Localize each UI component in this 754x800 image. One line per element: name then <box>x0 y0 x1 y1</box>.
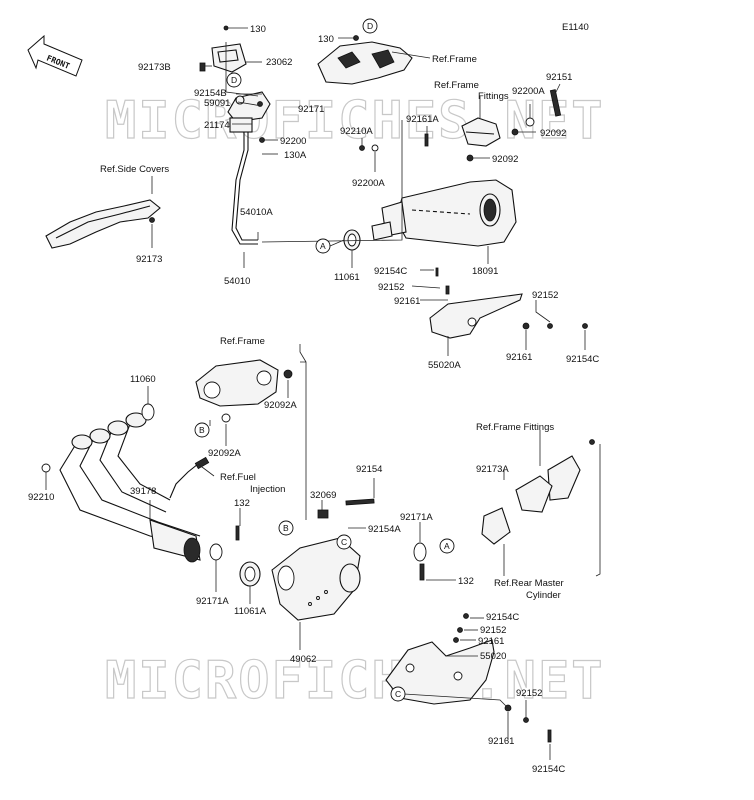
front-arrow-icon: FRONT <box>27 34 83 77</box>
label-92161-c: 92161 <box>478 636 504 647</box>
callout-c-chamber-label: C <box>341 537 347 547</box>
callout-b-valve: B <box>194 422 210 438</box>
callout-b-chamber-label: B <box>283 523 289 533</box>
exhaust-valve-actuator-assembly <box>199 25 271 245</box>
label-ref-frame-fittings-right: Ref.Frame Fittings <box>476 422 554 433</box>
label-92152-a: 92152 <box>378 282 404 293</box>
label-92152-d: 92152 <box>516 688 542 699</box>
label-92161-a: 92161 <box>394 296 420 307</box>
label-55020A: 55020A <box>428 360 461 371</box>
pre-chamber <box>271 498 427 621</box>
label-92092A-b: 92092A <box>208 448 241 459</box>
label-92152-c: 92152 <box>480 625 506 636</box>
label-92171A-b: 92171A <box>196 596 229 607</box>
label-59091: 59091 <box>204 98 230 109</box>
rear-master-cylinder-bracket <box>481 439 595 545</box>
label-49062: 49062 <box>290 654 316 665</box>
label-ref-rear-master-2: Cylinder <box>526 590 561 601</box>
label-54010: 54010 <box>224 276 250 287</box>
callout-b-chamber: B <box>278 520 294 536</box>
callout-c-guard-label: C <box>395 689 401 699</box>
label-92173A: 92173A <box>476 464 509 475</box>
label-92151: 92151 <box>546 72 572 83</box>
callout-d-frame: D <box>362 18 378 34</box>
label-92154B: 92154B <box>194 88 227 99</box>
label-18091: 18091 <box>472 266 498 277</box>
label-92200A-right: 92200A <box>512 86 545 97</box>
label-132-a: 132 <box>234 498 250 509</box>
label-39178: 39178 <box>130 486 156 497</box>
o2-sensor <box>169 456 210 499</box>
label-ref-frame-fittings-1: Ref.Frame <box>434 80 479 91</box>
callout-d-top-label: D <box>231 75 237 85</box>
frame-fittings-bracket-top <box>461 89 562 162</box>
label-92092-a: 92092 <box>540 128 566 139</box>
part-labels: 130 92173B 23062 130 Ref.Frame 92154B 59… <box>28 24 599 775</box>
callout-b-valve-label: B <box>199 425 205 435</box>
muffler <box>359 133 517 247</box>
exhaust-header-pipes <box>41 403 201 563</box>
callout-c-chamber: C <box>336 534 352 550</box>
label-92152-b: 92152 <box>532 290 558 301</box>
exhaust-valve-body <box>195 359 293 423</box>
label-132-b: 132 <box>458 576 474 587</box>
label-55020: 55020 <box>480 651 506 662</box>
label-92171A-a: 92171A <box>400 512 433 523</box>
label-92200: 92200 <box>280 136 306 147</box>
label-ref-rear-master-1: Ref.Rear Master <box>494 578 564 589</box>
label-92154C-a: 92154C <box>374 266 407 277</box>
label-11061: 11061 <box>334 272 360 283</box>
side-cover-bracket <box>45 199 161 249</box>
watermark-top: MICROFICHES.NET <box>105 91 605 151</box>
callout-d-frame-label: D <box>367 21 373 31</box>
label-11060: 11060 <box>130 374 156 385</box>
gasket-11061 <box>343 229 361 251</box>
label-ref-frame-mid: Ref.Frame <box>220 336 265 347</box>
label-130A: 130A <box>284 150 307 161</box>
label-92154C-b: 92154C <box>566 354 599 365</box>
label-92173: 92173 <box>136 254 162 265</box>
label-130-d: 130 <box>318 34 334 45</box>
label-ref-fuel-1: Ref.Fuel <box>220 472 256 483</box>
label-ref-frame-fittings-2: Fittings <box>478 91 509 102</box>
label-92161-d: 92161 <box>488 736 514 747</box>
callout-a-muffler: A <box>315 238 331 254</box>
label-130-top: 130 <box>250 24 266 35</box>
label-92092-b: 92092 <box>492 154 518 165</box>
label-92210: 92210 <box>28 492 54 503</box>
heat-guard-upper <box>429 267 588 339</box>
callout-a-muffler-label: A <box>320 241 326 251</box>
label-ref-frame-top: Ref.Frame <box>432 54 477 65</box>
ref-frame-top-part <box>317 35 413 85</box>
callout-a-clamp: A <box>439 538 455 554</box>
callout-c-guard: C <box>390 686 406 702</box>
label-11061A: 11061A <box>234 606 267 617</box>
label-92154A: 92154A <box>368 524 401 535</box>
label-92161A: 92161A <box>406 114 439 125</box>
callout-d-top: D <box>226 72 242 88</box>
label-32069: 32069 <box>310 490 336 501</box>
label-92154: 92154 <box>356 464 382 475</box>
label-92173B: 92173B <box>138 62 171 73</box>
label-54010A: 54010A <box>240 207 273 218</box>
label-92154C-c: 92154C <box>486 612 519 623</box>
label-92171: 92171 <box>298 104 324 115</box>
diagram-code: E1140 <box>562 22 589 33</box>
label-ref-fuel-2: Injection <box>250 484 285 495</box>
label-92210A: 92210A <box>340 126 373 137</box>
label-92154C-d: 92154C <box>532 764 565 775</box>
label-23062: 23062 <box>266 57 292 68</box>
label-ref-side-covers: Ref.Side Covers <box>100 164 169 175</box>
label-92092A-a: 92092A <box>264 400 297 411</box>
clamp-and-gasket-lower <box>209 525 261 587</box>
label-92200A-left: 92200A <box>352 178 385 189</box>
watermark-bottom: MICROFICHES.NET <box>105 651 605 711</box>
leader-lines <box>45 27 601 760</box>
label-21174: 21174 <box>204 120 230 131</box>
callout-a-clamp-label: A <box>444 541 450 551</box>
label-92161-b: 92161 <box>506 352 532 363</box>
